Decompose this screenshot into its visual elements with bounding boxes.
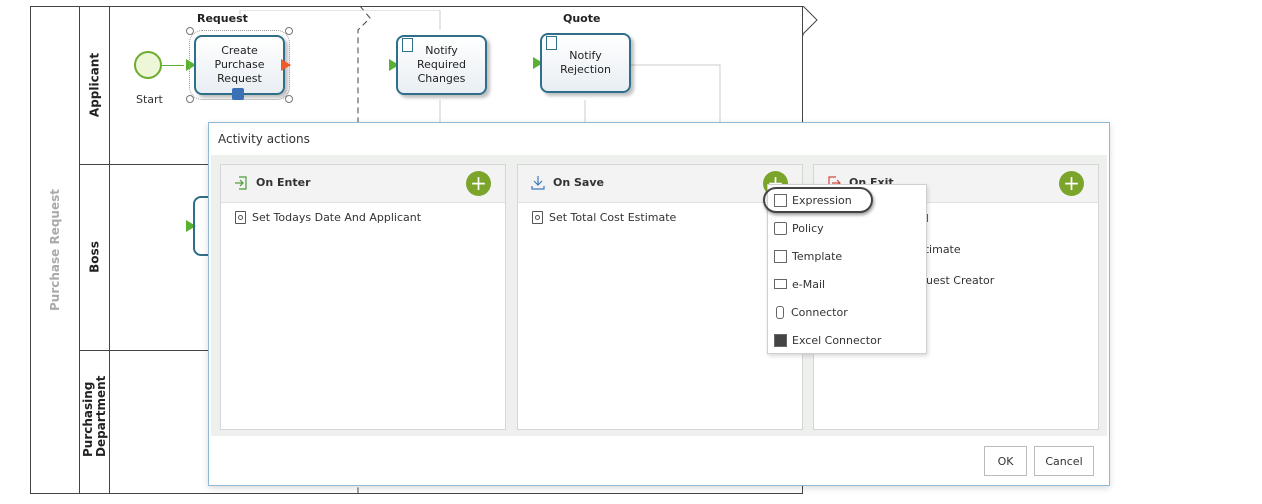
lane-applicant: Applicant	[80, 6, 110, 164]
dialog-title: Activity actions	[218, 132, 310, 146]
save-download-icon	[531, 176, 545, 190]
phase-title-request: Request	[197, 12, 248, 25]
highlight-ring	[763, 187, 873, 213]
menu-item-label: Excel Connector	[792, 333, 882, 347]
column-on-enter: On Enter + Set Todays Date And Applicant	[220, 164, 506, 430]
column-header: On Save +	[518, 165, 802, 203]
lane-label-purchasing: Purchasing Department	[80, 375, 108, 457]
menu-item-policy[interactable]: Policy	[774, 218, 824, 238]
save-icon[interactable]	[232, 88, 244, 100]
menu-item-label: Policy	[792, 221, 824, 235]
menu-item-label: Template	[792, 249, 843, 263]
excel-icon	[774, 333, 787, 347]
task-label: Create Purchase Request	[214, 44, 265, 85]
script-task-icon	[402, 38, 413, 52]
pool-label: Purchase Request	[30, 6, 80, 494]
selection-handle[interactable]	[285, 27, 293, 35]
task-label: Notify Rejection	[560, 49, 611, 76]
expression-icon	[532, 211, 543, 224]
action-item-label: Set Total Cost Estimate	[549, 211, 677, 224]
email-icon	[774, 279, 787, 289]
selection-handle[interactable]	[186, 27, 194, 35]
lane-purchasing: Purchasing Department	[80, 350, 110, 494]
incoming-flow-icon	[186, 59, 196, 71]
template-icon	[774, 249, 787, 263]
start-event[interactable]	[134, 51, 162, 79]
selection-handle[interactable]	[186, 95, 194, 103]
script-task-icon	[546, 36, 557, 50]
add-action-button-on-exit[interactable]: +	[1059, 171, 1084, 196]
expression-icon	[235, 211, 246, 224]
task-label: Notify Required Changes	[417, 44, 466, 85]
connector-icon	[776, 305, 784, 319]
phase-title-quote: Quote	[563, 12, 601, 25]
action-item-label[interactable]: stimate	[919, 243, 961, 256]
menu-item-email[interactable]: e-Mail	[774, 274, 825, 294]
pool-label-text: Purchase Request	[47, 189, 62, 311]
lane-boss: Boss	[80, 164, 110, 350]
menu-item-label: Connector	[791, 305, 848, 319]
enter-icon	[235, 176, 247, 190]
task-notify-required-changes[interactable]: Notify Required Changes	[396, 35, 487, 95]
action-item[interactable]: Set Total Cost Estimate	[532, 211, 676, 224]
column-header: On Enter +	[221, 165, 505, 203]
ok-button[interactable]: OK	[984, 446, 1027, 476]
selection-handle[interactable]	[285, 95, 293, 103]
start-flow	[162, 65, 184, 66]
outgoing-flow-icon	[281, 59, 291, 71]
action-item[interactable]: Set Todays Date And Applicant	[235, 211, 421, 224]
incoming-flow-icon	[389, 59, 399, 71]
incoming-flow-icon	[186, 220, 196, 232]
column-title: On Enter	[256, 176, 311, 189]
cancel-button[interactable]: Cancel	[1034, 446, 1094, 476]
lane-label-boss: Boss	[87, 241, 101, 273]
column-title: On Save	[553, 176, 604, 189]
menu-item-template[interactable]: Template	[774, 246, 842, 266]
column-on-save: On Save + Set Total Cost Estimate	[517, 164, 803, 430]
menu-item-excel-connector[interactable]: Excel Connector	[774, 330, 881, 350]
policy-icon	[774, 221, 787, 235]
menu-item-label: Expression	[792, 193, 852, 207]
incoming-flow-icon	[533, 57, 543, 69]
start-label: Start	[136, 93, 163, 106]
menu-item-expression[interactable]: Expression	[774, 190, 852, 210]
menu-item-label: e-Mail	[792, 277, 826, 291]
task-create-purchase-request[interactable]: Create Purchase Request	[189, 30, 290, 100]
activity-actions-dialog: Activity actions On Enter + Set Todays D…	[208, 122, 1110, 486]
add-action-button-on-enter[interactable]: +	[466, 171, 491, 196]
action-item-label: Set Todays Date And Applicant	[252, 211, 422, 224]
pool-notch	[795, 6, 818, 36]
menu-item-connector[interactable]: Connector	[774, 302, 848, 322]
lane-label-applicant: Applicant	[87, 52, 101, 118]
action-item-label[interactable]: quest Creator	[919, 274, 995, 287]
